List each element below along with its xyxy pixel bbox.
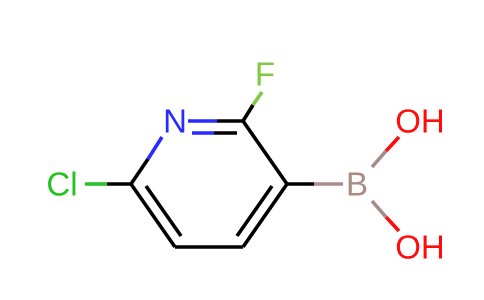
atom-nitrogen-label: N: [163, 103, 187, 140]
atom-label-layer: Cl N F B OH OH: [46, 56, 444, 266]
bond-c5-c6-inner: [144, 184, 183, 238]
bond-b-o2-oxygen-half: [384, 215, 401, 233]
bond-n-c6-nitrogen-half: [146, 136, 164, 160]
bond-c2-f-carbon-half: [241, 104, 255, 122]
bond-b-o1-oxygen-half: [384, 135, 401, 153]
bond-layer: [85, 90, 401, 249]
atom-hydroxyl-upper-label: OH: [395, 103, 445, 140]
bond-b-o1-boron-half: [370, 149, 388, 169]
atom-fluorine-label: F: [255, 56, 275, 93]
atom-hydroxyl-lower-label: OH: [395, 229, 445, 266]
bond-c3-c4-inner: [235, 184, 274, 238]
bond-c3-c4-outer: [241, 182, 289, 249]
bond-c2-c3: [241, 119, 289, 186]
atom-chlorine-label: Cl: [46, 166, 77, 203]
atom-boron-label: B: [346, 166, 368, 203]
bond-c2-f-fluorine-half: [251, 90, 264, 107]
bond-n-c6-carbon-half: [129, 157, 150, 186]
bond-c5-c6-outer: [129, 182, 177, 249]
bond-b-o2-boron-half: [370, 199, 388, 219]
